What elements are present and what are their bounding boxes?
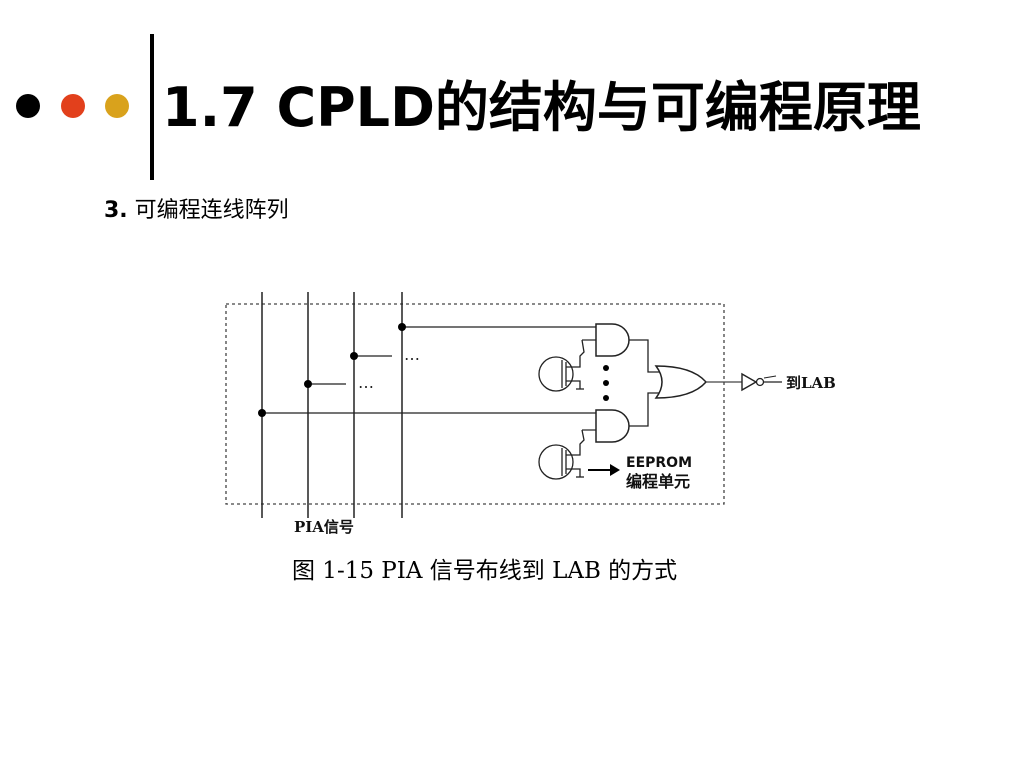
figure-caption: 图 1-15 PIA 信号布线到 LAB 的方式 <box>292 558 678 584</box>
horizontal-wires <box>262 326 596 414</box>
output-label: 到LAB <box>786 374 836 392</box>
transistor-drain <box>566 429 585 456</box>
junction-dot <box>398 323 406 331</box>
diagram-dashed-boundary <box>225 303 725 505</box>
and-to-or-wire <box>629 392 662 427</box>
pia-signal-label: PIA信号 <box>294 518 354 536</box>
output-buffer-bubble <box>755 377 765 387</box>
title-divider <box>150 34 154 180</box>
ellipsis-dot <box>603 365 609 371</box>
ellipsis-dot <box>603 395 609 401</box>
section-subtitle: 3. 可编程连线阵列 <box>104 192 289 224</box>
gate-ellipsis <box>603 365 609 401</box>
transistor-drain <box>566 339 585 368</box>
eeprom-transistor-top <box>538 339 585 392</box>
junction-dot <box>350 352 358 360</box>
transistor-circle <box>538 444 574 480</box>
transistor-source <box>566 468 581 477</box>
ellipsis-dot <box>603 380 609 386</box>
programming-cell-label: 编程单元 <box>626 472 690 491</box>
section-number: 3. <box>104 198 128 223</box>
bullet-dot-red <box>61 94 85 118</box>
section-text: 可编程连线阵列 <box>134 198 289 223</box>
junction-dot <box>258 409 266 417</box>
bullet-dot-gold <box>105 94 129 118</box>
eeprom-transistor-bottom <box>538 429 585 480</box>
pia-signal-lines <box>261 292 403 518</box>
transistor-source <box>566 380 581 389</box>
output-buffer <box>741 372 758 392</box>
eeprom-arrow-head <box>610 464 620 476</box>
and-gate-top <box>595 323 630 357</box>
junction-dot <box>304 380 312 388</box>
bullet-dot-black <box>16 94 40 118</box>
transistor-circle <box>538 356 574 392</box>
junction-dots <box>258 323 406 417</box>
continuation-dots: … <box>358 373 374 392</box>
output-tail <box>763 375 777 379</box>
or-gate <box>654 365 707 399</box>
continuation-dots: … <box>404 345 420 364</box>
and-gate-bottom <box>595 409 630 443</box>
and-to-or-wire <box>629 339 662 373</box>
page-title: 1.7 CPLD的结构与可编程原理 <box>162 76 921 139</box>
eeprom-label: EEPROM <box>626 455 692 471</box>
